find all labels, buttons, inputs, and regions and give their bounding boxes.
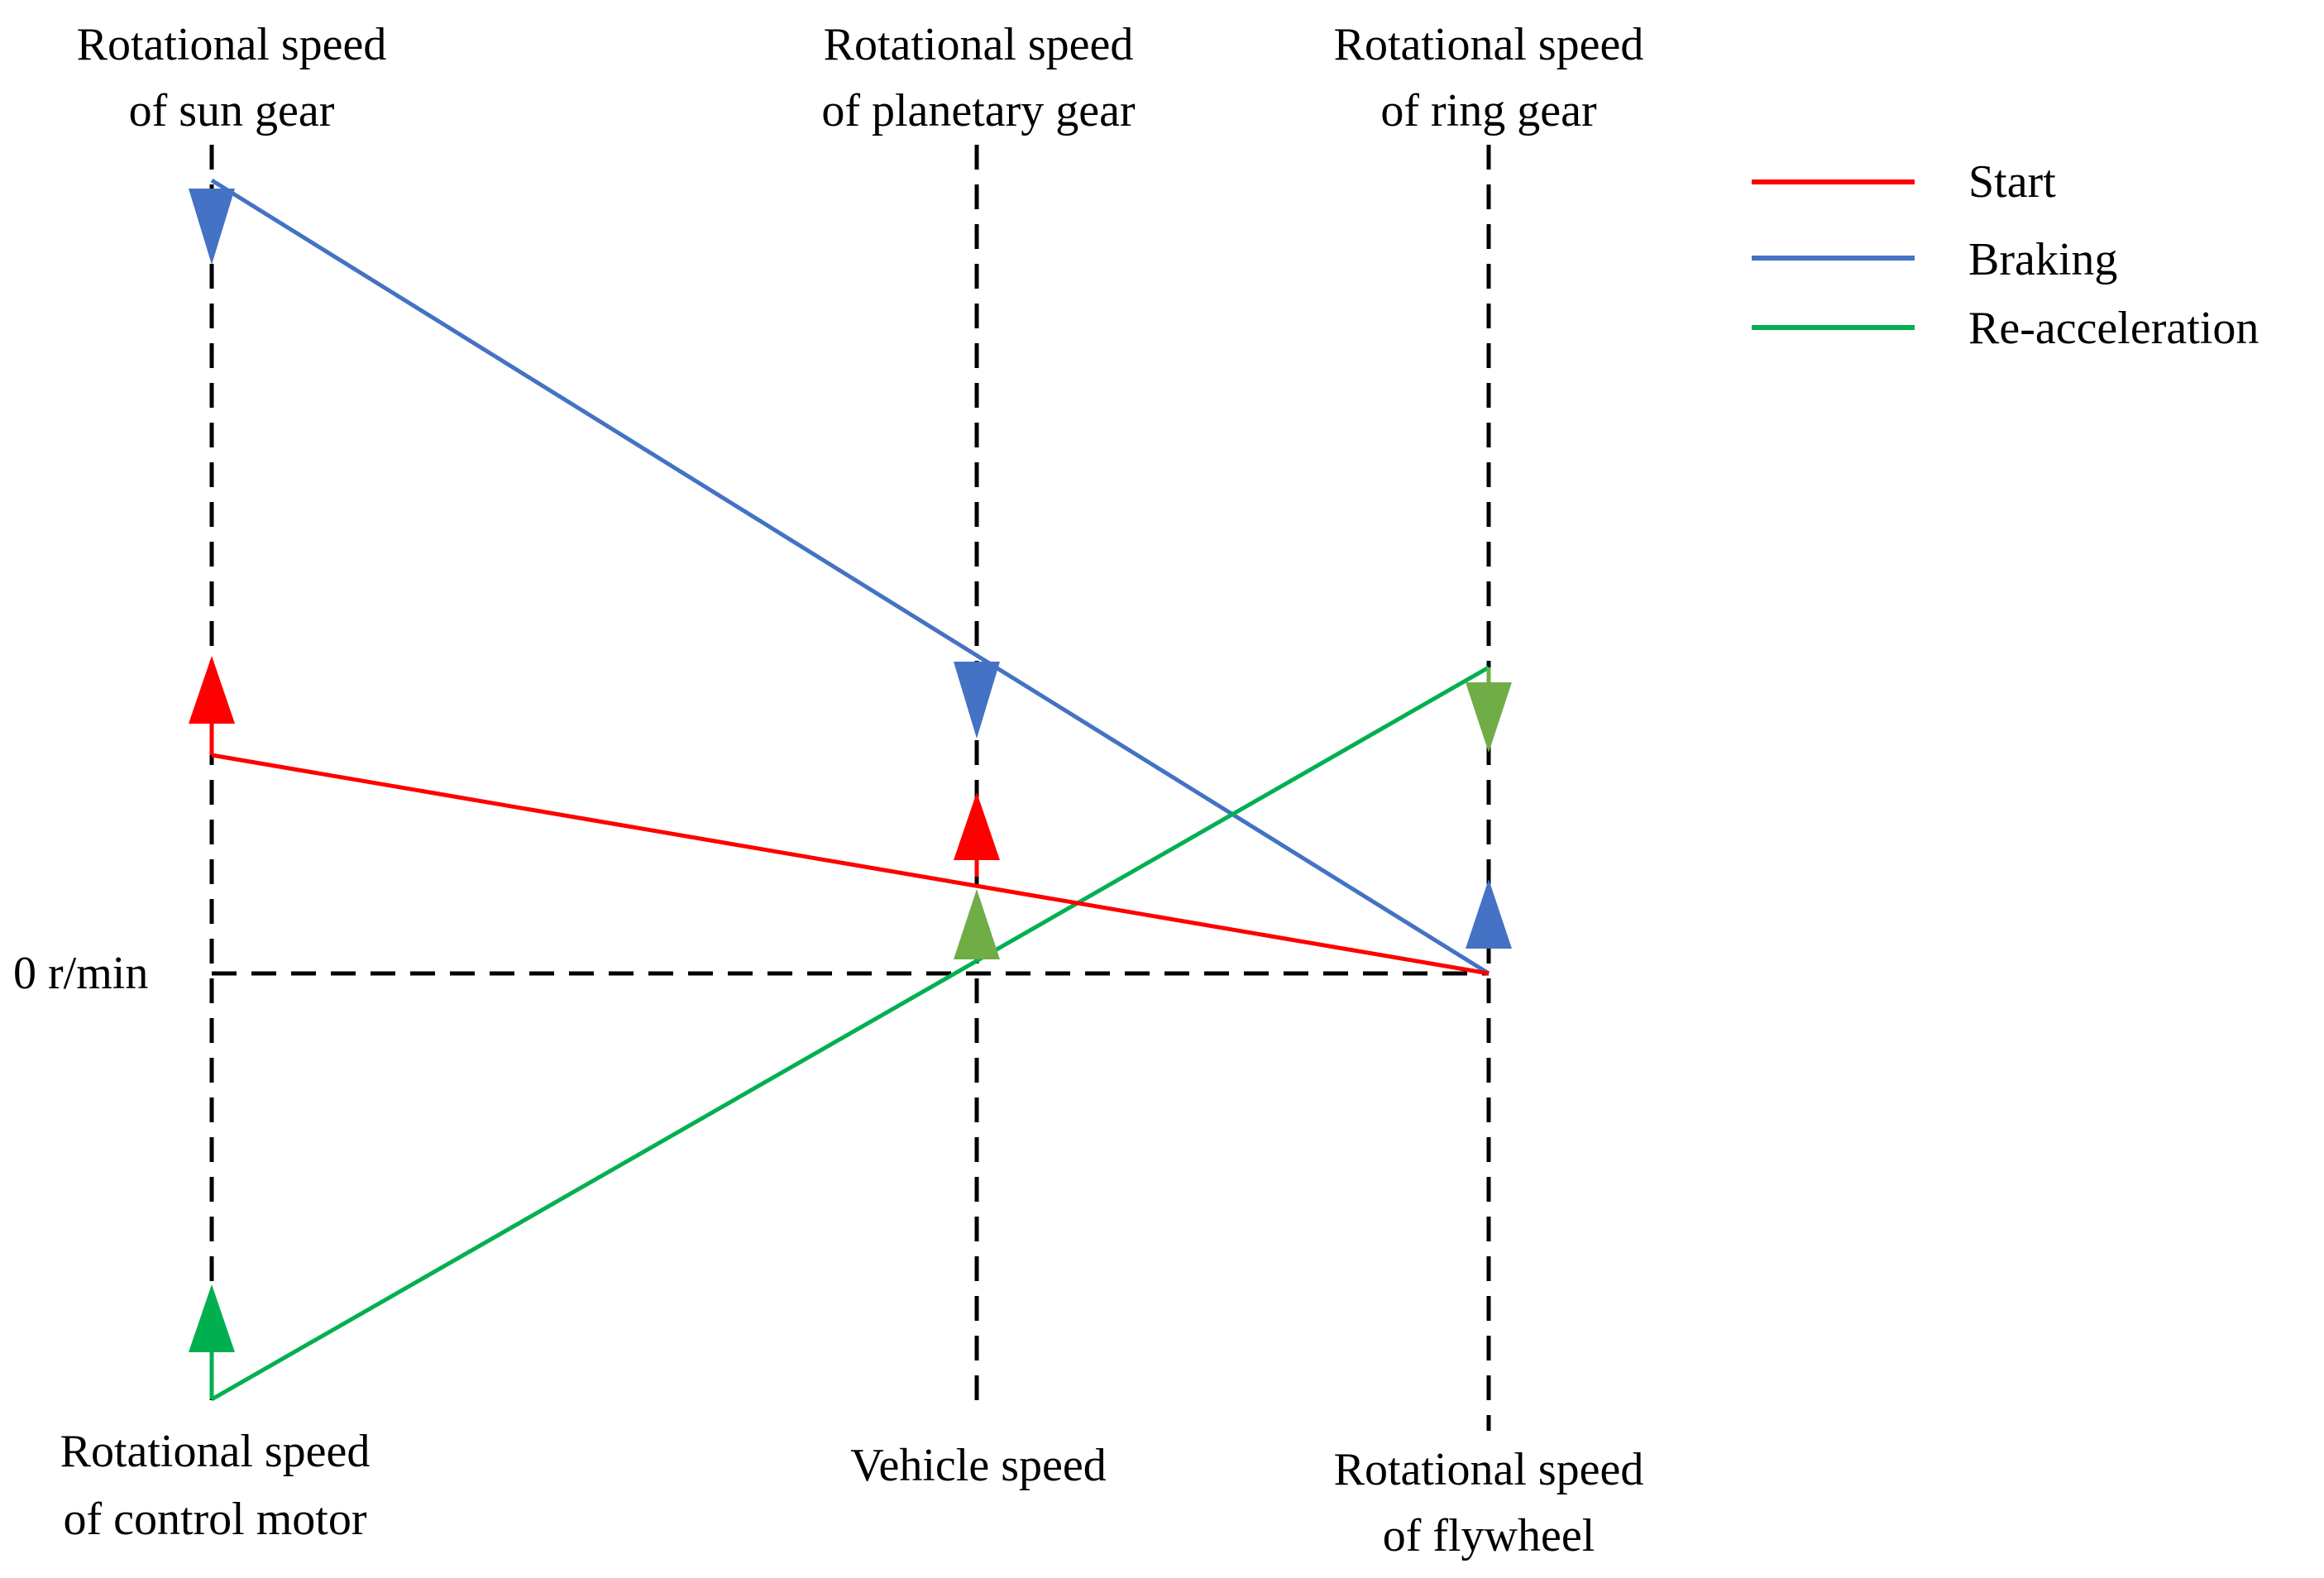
flywheel-label-2: of flywheel <box>1383 1510 1595 1561</box>
control-motor-label-2: of control motor <box>63 1494 366 1545</box>
ring-gear-label-2: of ring gear <box>1380 85 1597 136</box>
reacceleration-arrow-ring <box>1466 682 1512 753</box>
planetary-gear-label-2: of planetary gear <box>821 85 1136 136</box>
start-arrow-sun <box>189 656 235 724</box>
braking-arrow-planet <box>954 662 1000 739</box>
legend-reacceleration-label: Re-acceleration <box>1968 303 2259 354</box>
legend-braking-label: Braking <box>1968 234 2117 285</box>
sun-gear-label-2: of sun gear <box>129 85 335 136</box>
braking-line <box>210 178 1490 976</box>
control-motor-label-1: Rotational speed <box>60 1426 371 1477</box>
legend-start-label: Start <box>1968 156 2056 208</box>
vehicle-speed-label: Vehicle speed <box>850 1440 1106 1491</box>
braking-arrow-sun <box>189 189 235 265</box>
reacceleration-series <box>189 665 1512 1402</box>
braking-arrow-ring <box>1466 879 1512 949</box>
reacceleration-line <box>210 665 1490 1402</box>
ring-gear-label-1: Rotational speed <box>1334 19 1644 70</box>
start-series <box>189 656 1490 976</box>
legend: Start Braking Re-acceleration <box>1752 156 2259 354</box>
braking-series <box>189 178 1512 976</box>
zero-label: 0 r/min <box>13 948 148 999</box>
planetary-gear-label-1: Rotational speed <box>824 19 1134 70</box>
start-line <box>211 753 1490 976</box>
reacceleration-arrow-planet <box>954 889 1000 959</box>
sun-gear-label-1: Rotational speed <box>77 19 387 70</box>
flywheel-label-1: Rotational speed <box>1334 1444 1644 1495</box>
reacceleration-arrow-motor <box>189 1284 235 1352</box>
start-arrow-planet <box>954 792 1000 860</box>
